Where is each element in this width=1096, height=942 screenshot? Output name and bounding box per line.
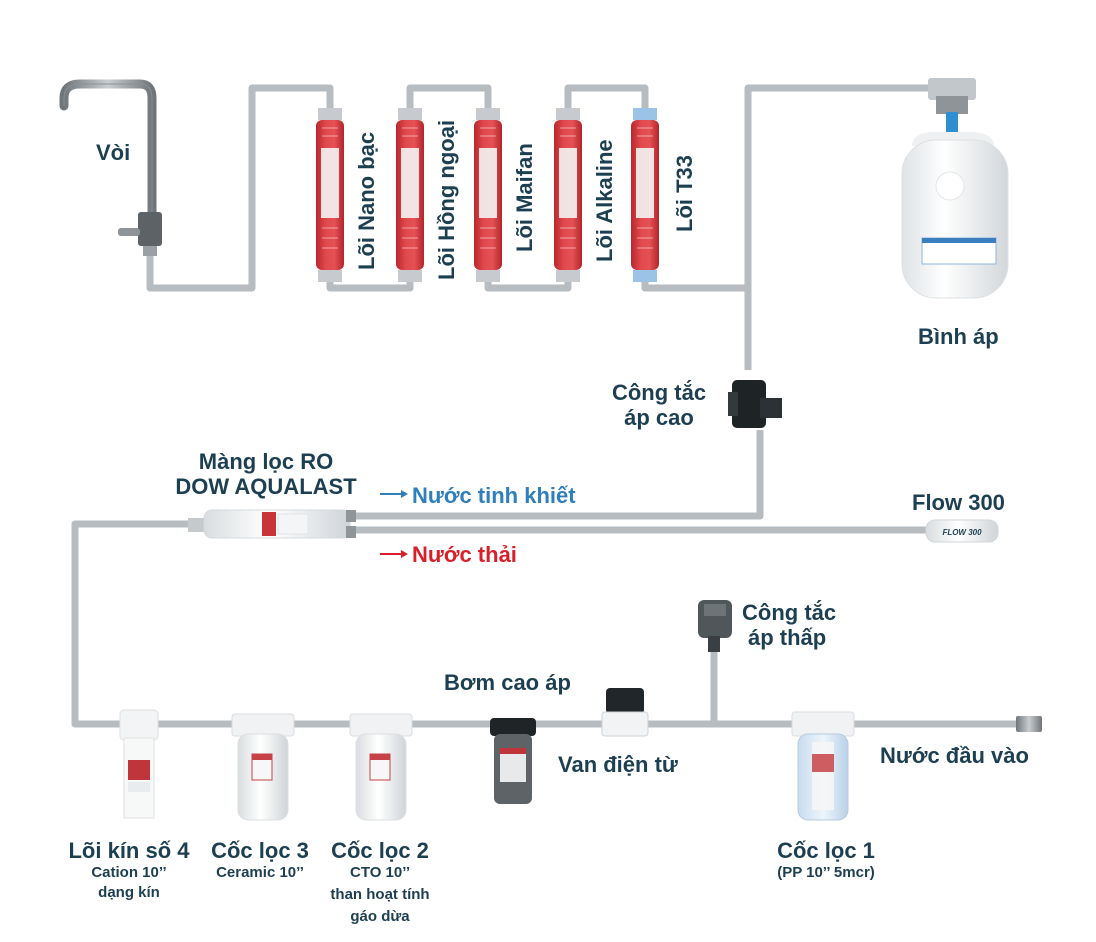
filter-1-sub1: (PP 10’’ 5mcr) [777,864,875,881]
solenoid-valve-icon [601,688,649,737]
cartridge-alkaline [554,108,582,282]
filter-2-icon [349,713,413,821]
core-label-maifan: Lõi Maifan [512,143,537,252]
filter-4-sub2: dạng kín [98,884,160,901]
low-pressure-switch-line2: áp thấp [748,625,827,651]
cartridge-nano-silver [316,108,344,282]
core-label-t33: Lõi T33 [672,154,697,232]
high-pressure-switch-line1: Công tắc [611,380,707,405]
pipe-ro-feed [71,520,1020,728]
filter-3-title: Cốc lọc 3 [211,838,309,863]
low-pressure-switch-label: Công tắc áp thấp [742,600,836,651]
waste-water-arrow [380,550,408,558]
inlet-fitting-icon [1016,716,1042,732]
top-cartridges [316,108,659,282]
core-label-alkaline: Lõi Alkaline [592,139,617,262]
pipe-pure-line [352,430,764,520]
filter-4-icon [119,709,159,819]
filter-4-sub1: Cation 10’’ [91,864,167,881]
high-pressure-switch-line2: áp cao [624,405,694,431]
filter-1-icon [791,711,855,821]
filter-2-sub1: CTO 10’’ [349,864,411,881]
faucet-label: Vòi [96,140,131,165]
filter-4-title: Lõi kín số 4 [68,838,190,863]
filter-2-title: Cốc lọc 2 [331,838,429,863]
waste-water-label: Nước thải [412,542,517,567]
flow-restrictor-icon: FLOW 300 [925,519,999,543]
filter-2-sub3: gáo dừa [350,908,410,925]
pump-label: Bơm cao áp [444,670,571,695]
pipes [71,84,1020,728]
low-pressure-switch-line1: Công tắc [742,600,837,625]
flow-300-label: Flow 300 [912,490,1005,515]
core-label-nano: Lõi Nano bạc [354,131,379,270]
pipe-top-serpentine [146,84,748,292]
pure-water-label: Nước tinh khiết [412,483,576,508]
filter-3-sub1: Ceramic 10’’ [216,864,304,881]
high-pressure-switch-label: Công tắc áp cao [600,380,718,431]
pipe-tank-line [744,84,935,370]
high-pressure-switch-icon [728,380,782,428]
ro-membrane-label: Màng lọc RO DOW AQUALAST [166,449,366,500]
pressure-tank-label: Bình áp [918,324,999,349]
faucet-icon [59,79,162,256]
pressure-tank-icon [901,78,1009,299]
flow-mark: FLOW 300 [942,528,982,537]
filter-1-title: Cốc lọc 1 [777,838,875,863]
filter-3-icon [231,713,295,821]
cartridge-t33 [631,108,659,282]
solenoid-label: Van điện từ [558,752,678,777]
ro-membrane-line2: DOW AQUALAST [175,474,357,500]
cartridge-infrared [396,108,424,282]
cartridge-maifan [474,108,502,282]
ro-membrane-icon [188,509,356,539]
low-pressure-switch-icon [698,600,732,652]
ro-membrane-line1: Màng lọc RO [198,449,334,474]
inlet-label: Nước đầu vào [880,743,1029,768]
filter-2-sub2: than hoạt tính [330,886,430,903]
pure-water-arrow [380,490,408,498]
booster-pump-icon [490,718,536,804]
core-label-infrared: Lõi Hồng ngoại [434,119,459,280]
